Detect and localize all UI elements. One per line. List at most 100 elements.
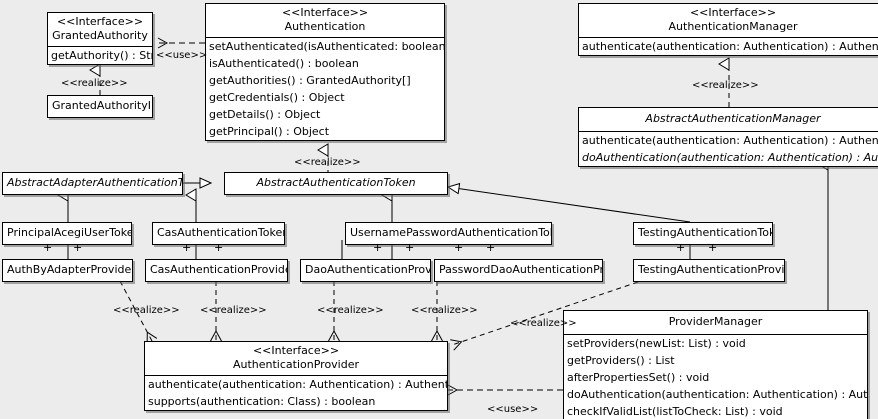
class-header: GrantedAuthorityImpl [48,96,152,117]
class-name: AuthByAdapterProvider [7,263,133,276]
class-testing-authentication-provider[interactable]: TestingAuthenticationProvider [633,259,785,282]
member-list: setAuthenticated(isAuthenticated: boolea… [206,37,444,140]
multiplicity-plus: + [73,241,83,254]
class-username-password-authentication-token[interactable]: UsernamePasswordAuthenticationToken [345,222,552,245]
member-list: authenticate(authentication: Authenticat… [579,37,878,55]
class-cas-authentication-provider[interactable]: CasAuthenticationProvider [145,259,288,282]
class-method: doAuthentication(authentication: Authent… [582,151,878,164]
multiplicity-plus: + [708,241,718,254]
class-header: CasAuthenticationProvider [146,260,287,281]
multiplicity-plus: + [454,241,464,254]
relation-label-realize-abstract-authentication-manager: <<realize>> [692,80,759,91]
class-method: afterPropertiesSet() : void [567,371,710,384]
relation-label-realize-auth-by-adapter: <<realize>> [113,305,180,316]
class-method: supports(authentication: Class) : boolea… [148,395,376,408]
class-name: DaoAuthenticationProvider [305,263,431,276]
class-name: Authentication [284,20,366,33]
class-name: AbstractAuthenticationToken [256,176,416,189]
class-header: AbstractAuthenticationManager [579,108,878,131]
multiplicity-plus: + [182,241,192,254]
class-granted-authority[interactable]: <<Interface>> GrantedAuthority getAuthor… [47,12,153,65]
relation-label-realize-testing-provider: <<realize>> [510,318,577,329]
class-header: <<Interface>> AuthenticationProvider [145,342,447,375]
relation-label-use-provider-manager: <<use>> [487,404,539,415]
relation-label-realize-grantedauthorityimpl: <<realize>> [61,78,128,89]
multiplicity-plus: + [373,241,383,254]
class-provider-manager[interactable]: ProviderManager setProviders(newList: Li… [563,310,868,419]
class-name: GrantedAuthority [52,29,148,42]
class-name: CasAuthenticationProvider [150,263,288,276]
class-header: AuthByAdapterProvider [3,260,132,281]
class-header: PrincipalAcegiUserToken [3,223,131,244]
class-header: DaoAuthenticationProvider [301,260,430,281]
class-method: getProviders() : List [567,354,675,367]
multiplicity-plus: + [676,241,686,254]
class-name: AbstractAuthenticationManager [645,112,821,125]
class-name: CasAuthenticationToken [157,226,285,239]
class-name: AuthenticationProvider [232,358,360,371]
class-method: authenticate(authentication: Authenticat… [582,40,878,53]
class-dao-authentication-provider[interactable]: DaoAuthenticationProvider [300,259,431,282]
class-password-dao-authentication-provider[interactable]: PasswordDaoAuthenticationProvider [434,259,603,282]
class-name: ProviderManager [668,315,763,328]
class-method: doAuthentication(authentication: Authent… [567,388,867,401]
class-method: isAuthenticated() : boolean [209,57,359,70]
class-name: TestingAuthenticationProvider [638,263,785,276]
multiplicity-plus: + [214,241,224,254]
multiplicity-plus: + [43,241,53,254]
relation-label-realize-dao-provider: <<realize>> [317,305,384,316]
class-header: TestingAuthenticationToken [634,223,772,244]
class-name: TestingAuthenticationToken [638,226,772,239]
class-abstract-authentication-manager[interactable]: AbstractAuthenticationManager authentica… [578,107,878,167]
class-name: AbstractAdapterAuthenticationToken [7,176,183,189]
class-method: authenticate(authentication: Authenticat… [582,134,878,147]
class-authentication-manager[interactable]: <<Interface>> AuthenticationManager auth… [578,3,878,56]
stereotype-label: <<Interface>> [252,344,340,357]
class-header: UsernamePasswordAuthenticationToken [346,223,551,244]
class-method: checkIfValidList(listToCheck: List) : vo… [567,405,783,418]
class-header: ProviderManager [564,311,867,334]
class-method: getAuthority() : String [51,49,152,62]
class-name: PrincipalAcegiUserToken [7,226,132,239]
class-method: setAuthenticated(isAuthenticated: boolea… [209,40,444,53]
class-header: <<Interface>> AuthenticationManager [579,4,878,37]
class-header: <<Interface>> GrantedAuthority [48,13,152,46]
class-abstract-authentication-token[interactable]: AbstractAuthenticationToken [224,172,448,195]
class-header: TestingAuthenticationProvider [634,260,784,281]
relation-label-realize-cas-provider: <<realize>> [200,305,267,316]
member-list: authenticate(authentication: Authenticat… [145,375,447,410]
multiplicity-plus: + [405,241,415,254]
class-abstract-adapter-authentication-token[interactable]: AbstractAdapterAuthenticationToken [2,172,183,195]
stereotype-label: <<Interface>> [689,6,777,19]
class-header: AbstractAdapterAuthenticationToken [3,173,182,194]
class-testing-authentication-token[interactable]: TestingAuthenticationToken [633,222,773,245]
class-header: PasswordDaoAuthenticationProvider [435,260,602,281]
class-header: AbstractAuthenticationToken [225,173,447,194]
member-list: setProviders(newList: List) : void getPr… [564,334,867,419]
class-granted-authority-impl[interactable]: GrantedAuthorityImpl [47,95,153,118]
class-header: CasAuthenticationToken [153,223,284,244]
relation-label-realize-abstract-authentication-token: <<realize>> [294,157,361,168]
class-auth-by-adapter-provider[interactable]: AuthByAdapterProvider [2,259,133,282]
class-method: authenticate(authentication: Authenticat… [148,378,447,391]
class-authentication-provider[interactable]: <<Interface>> AuthenticationProvider aut… [144,341,448,411]
multiplicity-plus: + [486,241,496,254]
stereotype-label: <<Interface>> [56,15,144,28]
class-method: getAuthorities() : GrantedAuthority[] [209,74,411,87]
class-name: GrantedAuthorityImpl [52,99,152,112]
class-principal-acegi-user-token[interactable]: PrincipalAcegiUserToken [2,222,132,245]
class-name: UsernamePasswordAuthenticationToken [350,226,552,239]
class-method: getPrincipal() : Object [209,125,330,138]
class-authentication[interactable]: <<Interface>> Authentication setAuthenti… [205,3,445,141]
class-method: getCredentials() : Object [209,91,345,104]
relation-label-realize-password-dao-provider: <<realize>> [411,305,478,316]
class-method: setProviders(newList: List) : void [567,337,746,350]
class-name: AuthenticationManager [668,20,798,33]
member-list: authenticate(authentication: Authenticat… [579,131,878,166]
relation-label-use-authentication-grantedauthority: <<use>> [156,50,208,61]
member-list: getAuthority() : String [48,46,152,64]
class-header: <<Interface>> Authentication [206,4,444,37]
class-cas-authentication-token[interactable]: CasAuthenticationToken [152,222,285,245]
stereotype-label: <<Interface>> [281,6,369,19]
